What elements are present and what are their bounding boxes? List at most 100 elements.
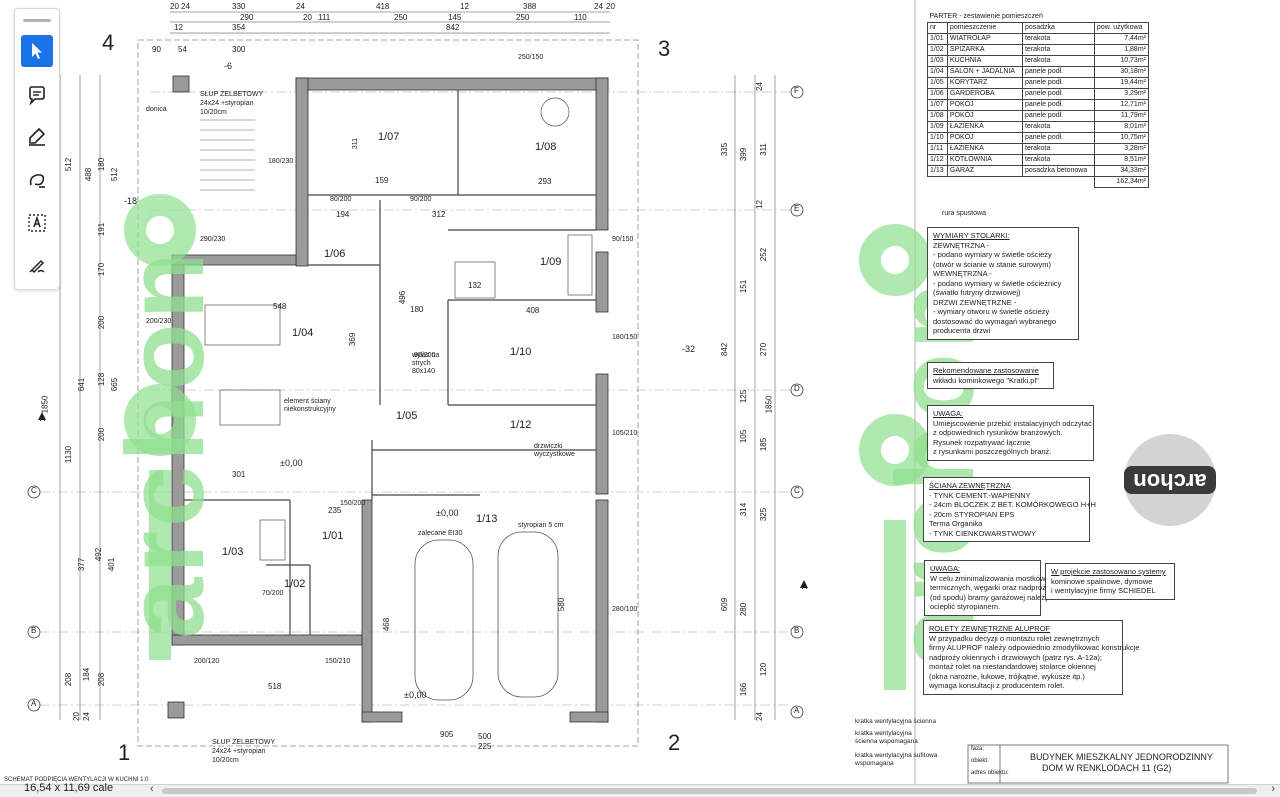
opening-size: 90/200	[410, 196, 432, 203]
room-number-cell: 1/09	[927, 121, 948, 133]
title-block-line2: DOM W RENKLODACH 11 (G2)	[1042, 763, 1172, 773]
note-line: wkładu kominkowego "Kratki.pl"	[933, 375, 1039, 385]
horizontal-scrollbar[interactable]: ‹ ›	[150, 783, 1275, 796]
corner-number-3: 3	[658, 36, 671, 61]
opening-size: 280/100	[612, 606, 638, 613]
floor-finish-cell: panele podł.	[1021, 66, 1095, 78]
room-dim: 301	[232, 470, 246, 479]
scroll-right-icon[interactable]: ›	[1271, 783, 1275, 795]
room-name-cell: GARAŻ	[946, 165, 1023, 177]
dim-top: 12	[460, 2, 469, 11]
dim-top: 388	[523, 2, 537, 11]
archon-stamp: archon	[1124, 434, 1216, 526]
annotation-toolbar	[14, 8, 60, 290]
axis-bubble-e	[790, 203, 804, 217]
donica-label: donica	[146, 106, 167, 113]
room-number-cell: 1/11	[927, 143, 948, 155]
stamp-band	[1124, 466, 1216, 494]
wm-ring-4	[859, 414, 931, 486]
comment-tool-button[interactable]	[21, 79, 53, 111]
note-title: ROLETY ZEWNĘTRZNE ALUPROF	[929, 624, 1051, 633]
room-area-cell: 12,71m²	[1093, 99, 1150, 111]
room-name-cell: ŁAZIENKA	[946, 121, 1023, 133]
axis-bubble-a	[790, 705, 804, 719]
room-label-1-03: 1/03	[222, 546, 244, 558]
stove	[259, 519, 286, 561]
room-area-cell: 7,44m²	[1093, 33, 1150, 45]
dim-right-inner: 12	[754, 200, 764, 209]
note-title: ŚCIANA ZEWNĘTRZNA	[929, 481, 1011, 490]
room-name-cell: ŁAZIENKA	[946, 143, 1023, 155]
room-dim: 580	[557, 597, 567, 612]
dim-left: 184	[82, 667, 92, 682]
freehand-draw-icon	[29, 174, 45, 188]
toolbar-grip-handle[interactable]	[23, 19, 51, 22]
floor-finish-cell: panele podł.	[1021, 88, 1095, 100]
floor-finish-cell: panele podł.	[1021, 99, 1095, 111]
dim-right-inner: 280	[739, 602, 749, 617]
opening-size: 150/200	[340, 500, 366, 507]
room-label-1-13: 1/13	[476, 513, 498, 525]
dim-right-inner: 311	[758, 143, 768, 156]
note-line: - TYNK CIENKOWARSTWOWY	[929, 528, 1037, 538]
bath	[567, 234, 593, 296]
sofa	[204, 304, 281, 346]
dim-top: 24	[181, 2, 190, 11]
total-spacer	[928, 177, 1095, 188]
title-block	[967, 744, 1229, 784]
note-line: (od spodu) bramy garażowej należy	[930, 592, 1049, 602]
scroll-thumb[interactable]	[162, 788, 1257, 794]
level-zero-2: ±0,00	[436, 508, 459, 518]
floor-finish-cell: panele podł.	[1021, 110, 1095, 122]
room-dim: 132	[468, 281, 482, 290]
room-label-1-01: 1/01	[322, 530, 344, 542]
wall-garage-bottom-r	[569, 711, 609, 723]
column-top	[172, 75, 190, 93]
drzwiczki-label: drzwiczki wyczystkowe	[534, 443, 575, 458]
room-name-cell: KOTŁOWNIA	[946, 154, 1023, 166]
room-dim: 548	[273, 302, 287, 311]
wall-right-upper	[595, 77, 609, 231]
dim-top: 145	[448, 13, 462, 22]
zalecane-label: zalecane EI30	[418, 530, 463, 537]
select-tool-button[interactable]	[21, 35, 53, 67]
note-line: - podano wymiary w świetle ościeżnicy	[933, 278, 1062, 288]
room-dim: 293	[538, 177, 552, 186]
wm-ring-1	[124, 194, 196, 266]
scroll-left-icon[interactable]: ‹	[150, 783, 154, 795]
corner-number-2: 2	[668, 730, 681, 755]
opening-size: 150/210	[325, 658, 351, 665]
signature-tool-button[interactable]	[21, 249, 53, 281]
element-label: element ściany niekonstrukcyjny	[284, 398, 336, 413]
column-bottom	[167, 701, 185, 719]
axis-bubble-f	[790, 85, 804, 99]
room-label-1-06: 1/06	[324, 248, 346, 260]
text-box-tool-button[interactable]	[21, 207, 53, 239]
room-area-cell: 19,44m²	[1093, 77, 1150, 89]
note-title: W projekcie zastosowano systemy	[1051, 567, 1166, 576]
room-table-caption: PARTER - zestawienie pomieszczeń	[927, 12, 1149, 23]
room-area-cell: 10,75m²	[1093, 132, 1150, 144]
dim-right-inner: 105	[739, 429, 749, 444]
axis-label-left-b: B	[31, 626, 37, 635]
room-name-cell: POKÓJ	[946, 132, 1023, 144]
exterior-walls	[167, 75, 609, 723]
wall-garage-right	[595, 499, 609, 723]
dim-left: 377	[77, 557, 87, 572]
room-label-1-07: 1/07	[378, 131, 400, 143]
draw-tool-button[interactable]	[21, 165, 53, 197]
highlight-tool-button[interactable]	[21, 121, 53, 153]
axis-bubble-b	[790, 625, 804, 639]
title-field-object: obiekt:	[971, 758, 989, 764]
watermark-left: archon	[103, 248, 227, 639]
floor-finish-cell: terakota	[1021, 33, 1095, 45]
room-dim: 225	[478, 742, 492, 751]
room-dim: 311	[352, 137, 360, 150]
dim-right-inner: 325	[759, 507, 769, 522]
